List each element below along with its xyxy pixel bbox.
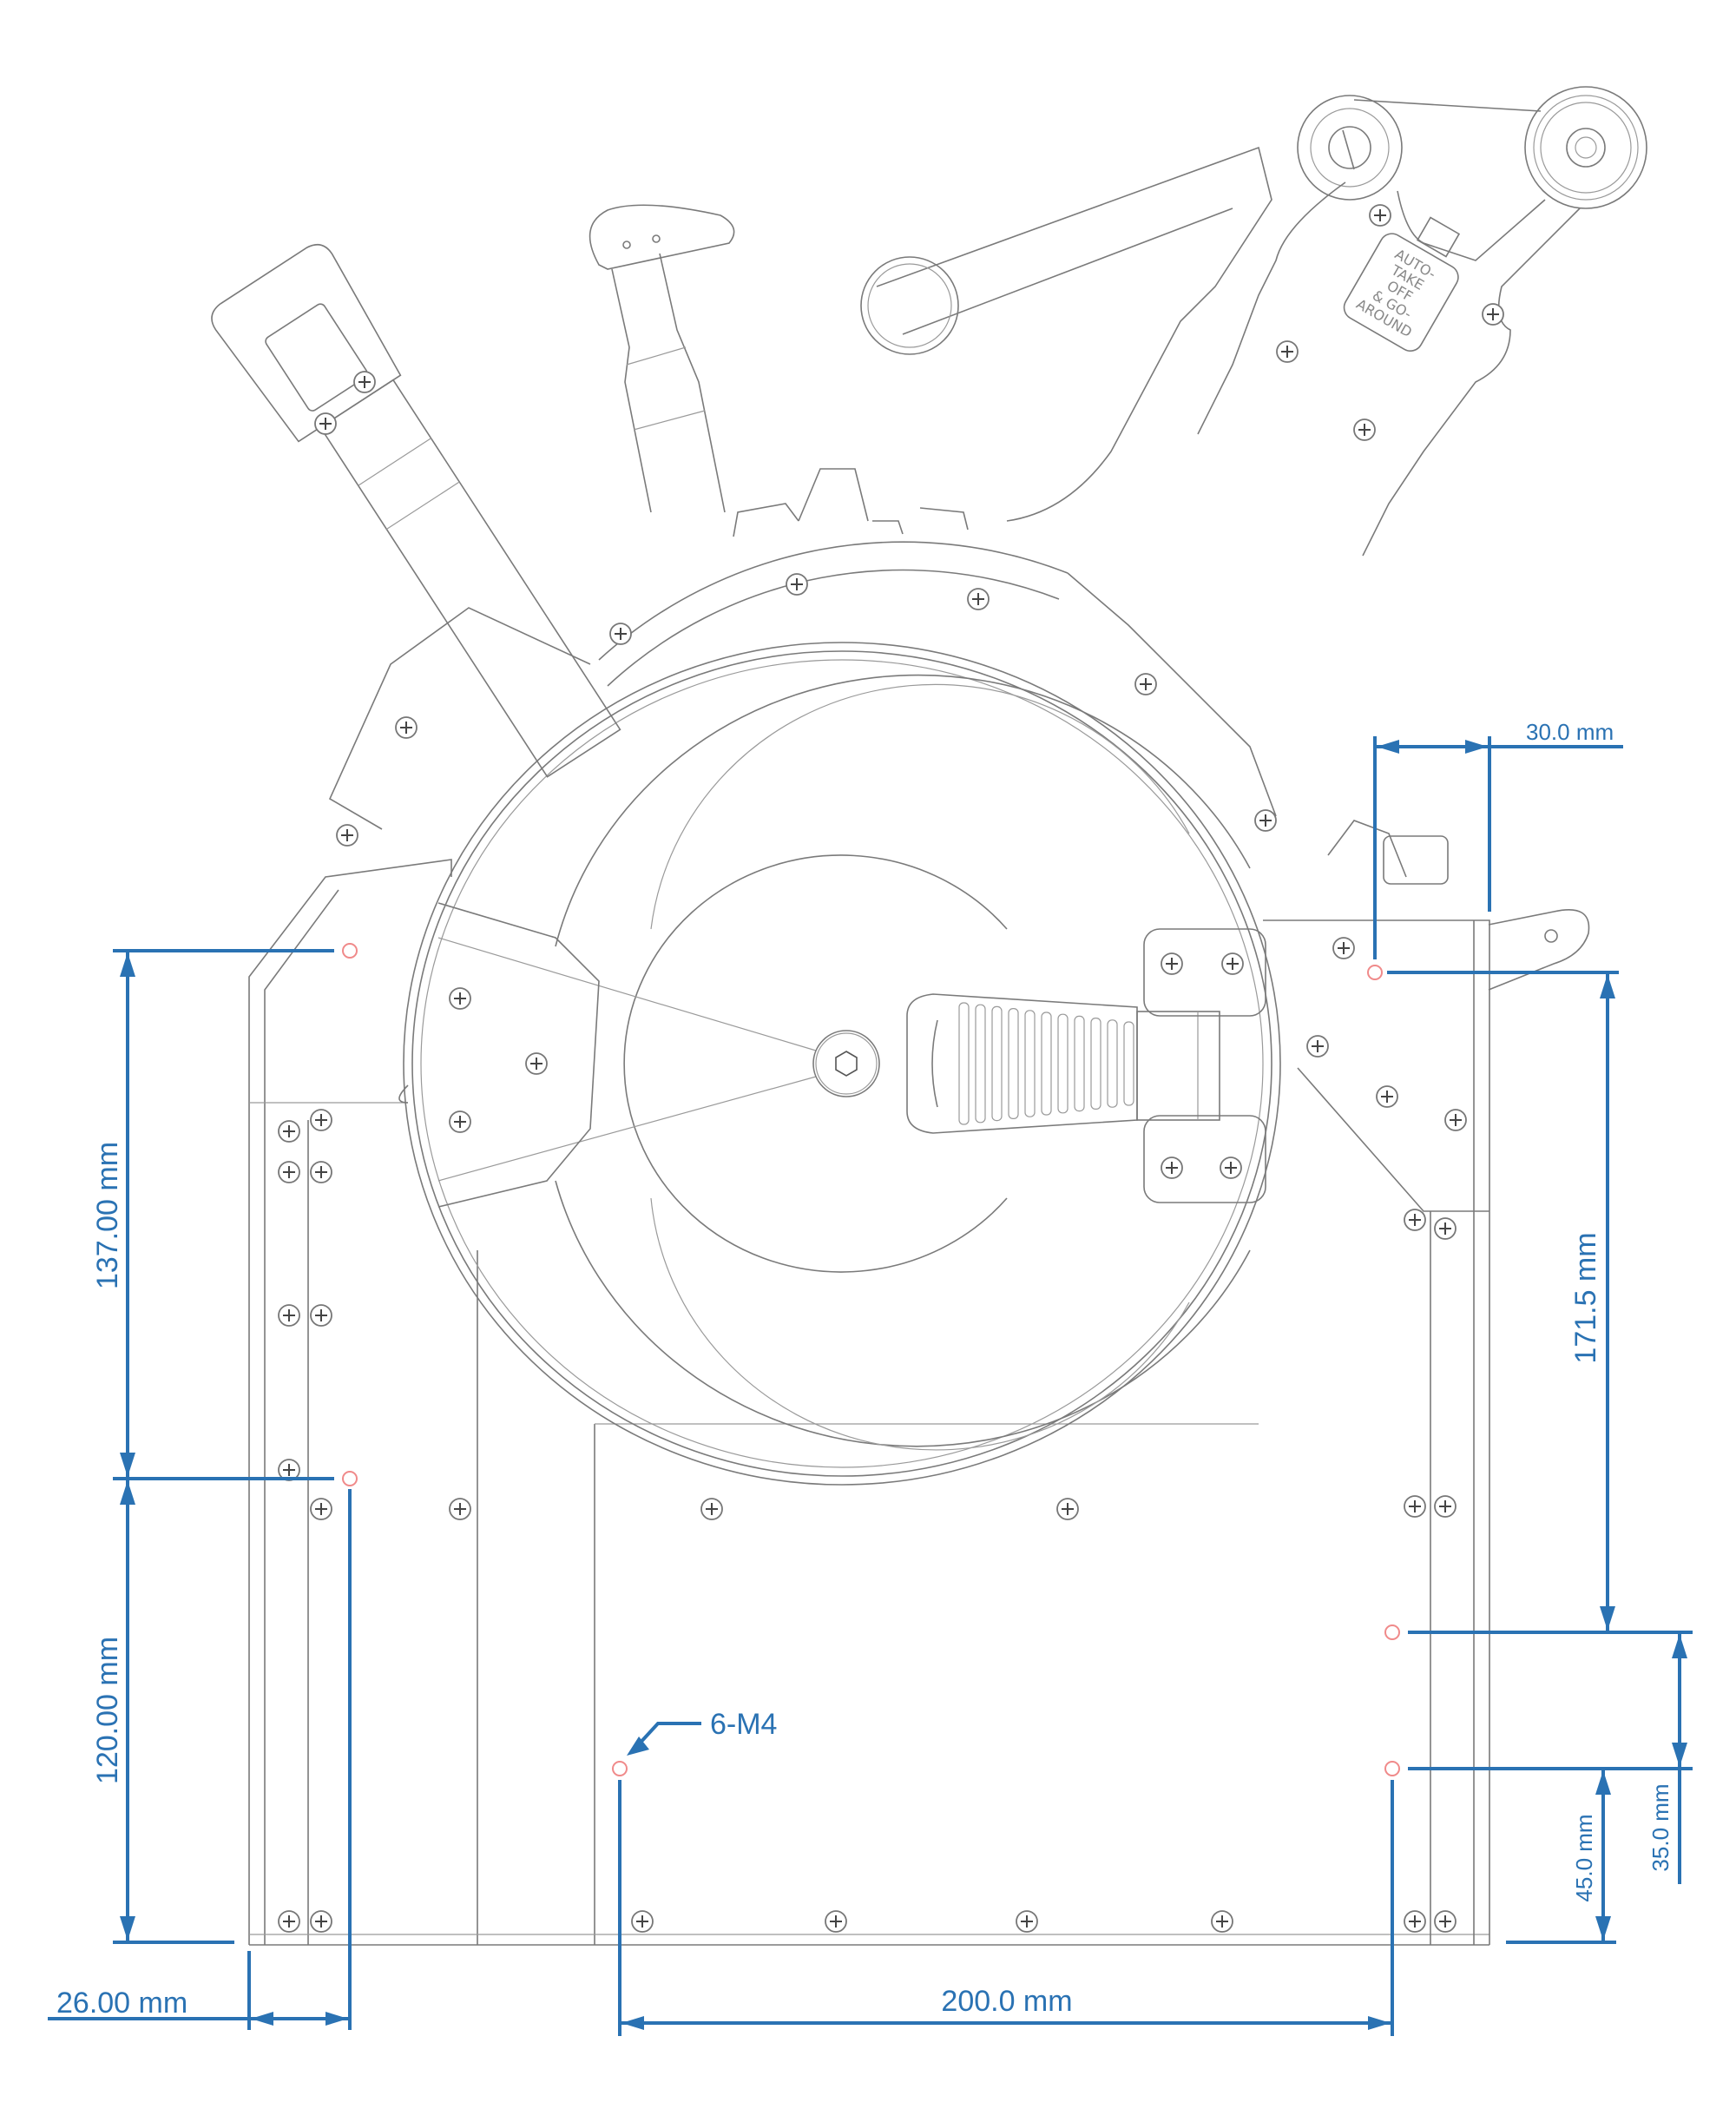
screw-icon: [700, 1498, 723, 1520]
dim-200-label: 200.0 mm: [941, 1985, 1072, 2018]
hole-callout: 6-M4: [627, 1708, 777, 1756]
hole-callout-label: 6-M4: [710, 1708, 777, 1741]
screw-icon: [310, 1304, 332, 1327]
grip-ridge: [1074, 1015, 1085, 1112]
grip-ridges: [958, 1002, 1134, 1125]
top-housing: [328, 468, 1449, 885]
left-throttle-lever: [211, 243, 621, 778]
screw-icon: [314, 412, 337, 435]
screw-icon: [1434, 1910, 1457, 1933]
screw-icon: [1161, 1157, 1183, 1179]
screw-icon: [395, 716, 418, 739]
dim-30: 30.0 mm: [1373, 719, 1623, 959]
mount-hole: [612, 1761, 628, 1776]
screw-icon: [1332, 937, 1355, 959]
mount-hole: [342, 1471, 358, 1486]
dim-45: 45.0 mm: [1506, 1769, 1616, 1944]
screw-icon: [1254, 809, 1277, 832]
screw-icon: [1404, 1209, 1426, 1231]
mount-hole: [1384, 1624, 1400, 1640]
dim-35-label: 35.0 mm: [1647, 1783, 1674, 1871]
screw-icon: [278, 1161, 300, 1183]
dim-26-label: 26.00 mm: [56, 1987, 187, 2020]
grip-ridge: [1090, 1017, 1101, 1110]
dim-45-label: 45.0 mm: [1571, 1814, 1597, 1901]
mounting-holes: [342, 943, 1400, 1776]
screw-icon: [1276, 340, 1299, 363]
grip-ridge: [1107, 1019, 1118, 1108]
grip-ridge: [1024, 1010, 1036, 1117]
grip-ridge: [1057, 1013, 1069, 1114]
base-housing: [248, 859, 1490, 1946]
dim-120: 120.00 mm: [91, 1479, 234, 1944]
hex-socket-icon: [835, 1051, 858, 1077]
screw-icon: [310, 1161, 332, 1183]
screw-icon: [1220, 1157, 1242, 1179]
screw-icon: [1221, 952, 1244, 975]
screw-icon: [310, 1910, 332, 1933]
mount-hole: [1384, 1761, 1400, 1776]
screw-icon: [1211, 1910, 1233, 1933]
screw-icon: [1369, 204, 1391, 227]
screw-icon: [786, 573, 808, 596]
screw-icon: [449, 1110, 471, 1133]
dim-200: 200.0 mm: [618, 1780, 1394, 2036]
dim-171-5: 171.5 mm: [1387, 971, 1693, 1634]
screw-icon: [310, 1498, 332, 1520]
screw-icon: [1016, 1910, 1038, 1933]
grip-ridge: [975, 1004, 986, 1124]
dim-120-label: 120.00 mm: [91, 1637, 124, 1784]
screw-icon: [1482, 303, 1504, 326]
dim-137: 137.00 mm: [91, 949, 334, 1480]
dim-171-5-label: 171.5 mm: [1569, 1232, 1602, 1363]
screw-icon: [278, 1910, 300, 1933]
screw-icon: [525, 1052, 548, 1075]
dim-35: 35.0 mm: [1408, 1632, 1693, 1884]
screw-icon: [353, 371, 376, 393]
grip-ridge: [1123, 1021, 1134, 1106]
dim-30-label: 30.0 mm: [1526, 719, 1614, 745]
screw-icon: [967, 588, 990, 610]
auto-takeoff-plate: AUTO- TAKE OFF & GO- AROUND: [1343, 233, 1459, 352]
dim-137-label: 137.00 mm: [91, 1142, 124, 1289]
screw-icon: [449, 987, 471, 1010]
screw-icon: [825, 1910, 847, 1933]
main-dial: [403, 642, 1281, 1486]
mount-hole: [342, 943, 358, 959]
screw-icon: [1056, 1498, 1079, 1520]
screw-group: [278, 204, 1504, 1933]
screw-icon: [1404, 1910, 1426, 1933]
dim-26: 26.00 mm: [48, 1489, 352, 2030]
screw-icon: [1306, 1035, 1329, 1058]
mount-hole: [1367, 965, 1383, 980]
screw-icon: [1134, 673, 1157, 695]
grip-ridge: [991, 1005, 1003, 1122]
screw-icon: [310, 1109, 332, 1131]
screw-icon: [1161, 952, 1183, 975]
lever-grip: [906, 928, 1266, 1203]
screw-icon: [631, 1910, 654, 1933]
grip-ridge: [1008, 1007, 1019, 1119]
screw-icon: [449, 1498, 471, 1520]
upper-right-arm: [860, 86, 1647, 557]
screw-icon: [1444, 1109, 1467, 1131]
screw-icon: [1434, 1495, 1457, 1518]
right-side-tab: [1488, 908, 1590, 991]
screw-icon: [609, 623, 632, 645]
screw-icon: [278, 1304, 300, 1327]
screw-icon: [1376, 1085, 1398, 1108]
screw-icon: [1434, 1217, 1457, 1240]
grip-ridge: [1041, 1012, 1052, 1116]
screw-icon: [336, 824, 358, 847]
screw-icon: [1404, 1495, 1426, 1518]
middle-throttle-lever: [589, 204, 735, 513]
screw-icon: [1353, 418, 1376, 441]
grip-ridge: [958, 1002, 970, 1125]
screw-icon: [278, 1120, 300, 1143]
